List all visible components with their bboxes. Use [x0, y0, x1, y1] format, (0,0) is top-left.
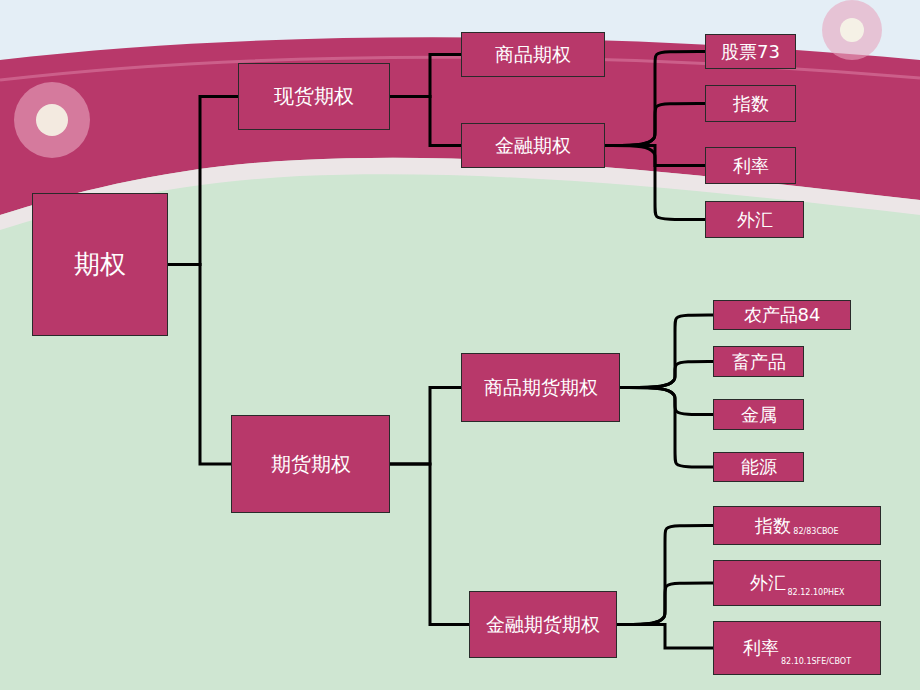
node-label: 指数: [755, 514, 791, 538]
node-label: 外汇: [737, 208, 773, 232]
category-box: 外汇: [705, 201, 804, 238]
connector: [617, 625, 713, 649]
root-box: 期权: [32, 193, 168, 336]
category-box: 金融期权: [461, 123, 605, 168]
connector: [168, 97, 238, 265]
node-label: 期权: [74, 247, 126, 282]
category-box: 商品期货期权: [461, 353, 620, 422]
decor-circle: [36, 104, 68, 136]
category-box: 指数: [705, 85, 796, 122]
node-label: 利率: [743, 636, 779, 660]
date-note: 82.12.10PHEX: [788, 588, 845, 597]
node-label: 利率: [733, 154, 769, 178]
connector: [390, 464, 469, 625]
decor-circle: [14, 82, 90, 158]
connector: [617, 526, 713, 625]
category-box: 畜产品: [713, 346, 804, 377]
node-label: 金融期权: [495, 133, 571, 159]
node-label: 农产品84: [744, 303, 821, 327]
connector: [605, 52, 705, 146]
connector: [390, 388, 461, 465]
category-box: 期货期权: [231, 415, 390, 513]
category-box: 外汇82.12.10PHEX: [713, 560, 881, 606]
category-box: 金属: [713, 399, 804, 430]
connector: [620, 362, 713, 388]
connector: [617, 583, 713, 625]
node-label: 金属: [741, 403, 777, 427]
node-label: 外汇: [750, 571, 786, 595]
connector: [620, 388, 713, 468]
category-box: 股票73: [705, 34, 796, 69]
node-label: 股票73: [721, 40, 780, 64]
connector: [605, 146, 705, 220]
connector: [390, 55, 461, 97]
node-label: 能源: [741, 455, 777, 479]
category-box: 商品期权: [461, 32, 605, 77]
decor-circle: [822, 0, 882, 60]
category-box: 金融期货期权: [469, 591, 617, 658]
date-note: 82/83CBOE: [793, 527, 838, 536]
connector: [605, 104, 705, 146]
connector: [390, 97, 461, 146]
category-box: 农产品84: [713, 300, 851, 330]
date-note: 82.10.1SFE/CBOT: [781, 657, 851, 666]
node-label: 期货期权: [271, 451, 351, 478]
node-label: 畜产品: [732, 350, 786, 374]
node-label: 指数: [733, 92, 769, 116]
node-label: 现货期权: [274, 83, 354, 110]
category-box: 利率82.10.1SFE/CBOT: [713, 621, 881, 675]
connector: [168, 265, 231, 465]
connector: [620, 315, 713, 388]
node-label: 商品期货期权: [484, 375, 598, 401]
category-box: 能源: [713, 452, 804, 482]
node-label: 商品期权: [495, 42, 571, 68]
category-box: 指数82/83CBOE: [713, 506, 881, 545]
category-box: 现货期权: [238, 63, 390, 130]
decor-circle: [840, 18, 864, 42]
node-label: 金融期货期权: [486, 612, 600, 638]
category-box: 利率: [705, 147, 796, 184]
